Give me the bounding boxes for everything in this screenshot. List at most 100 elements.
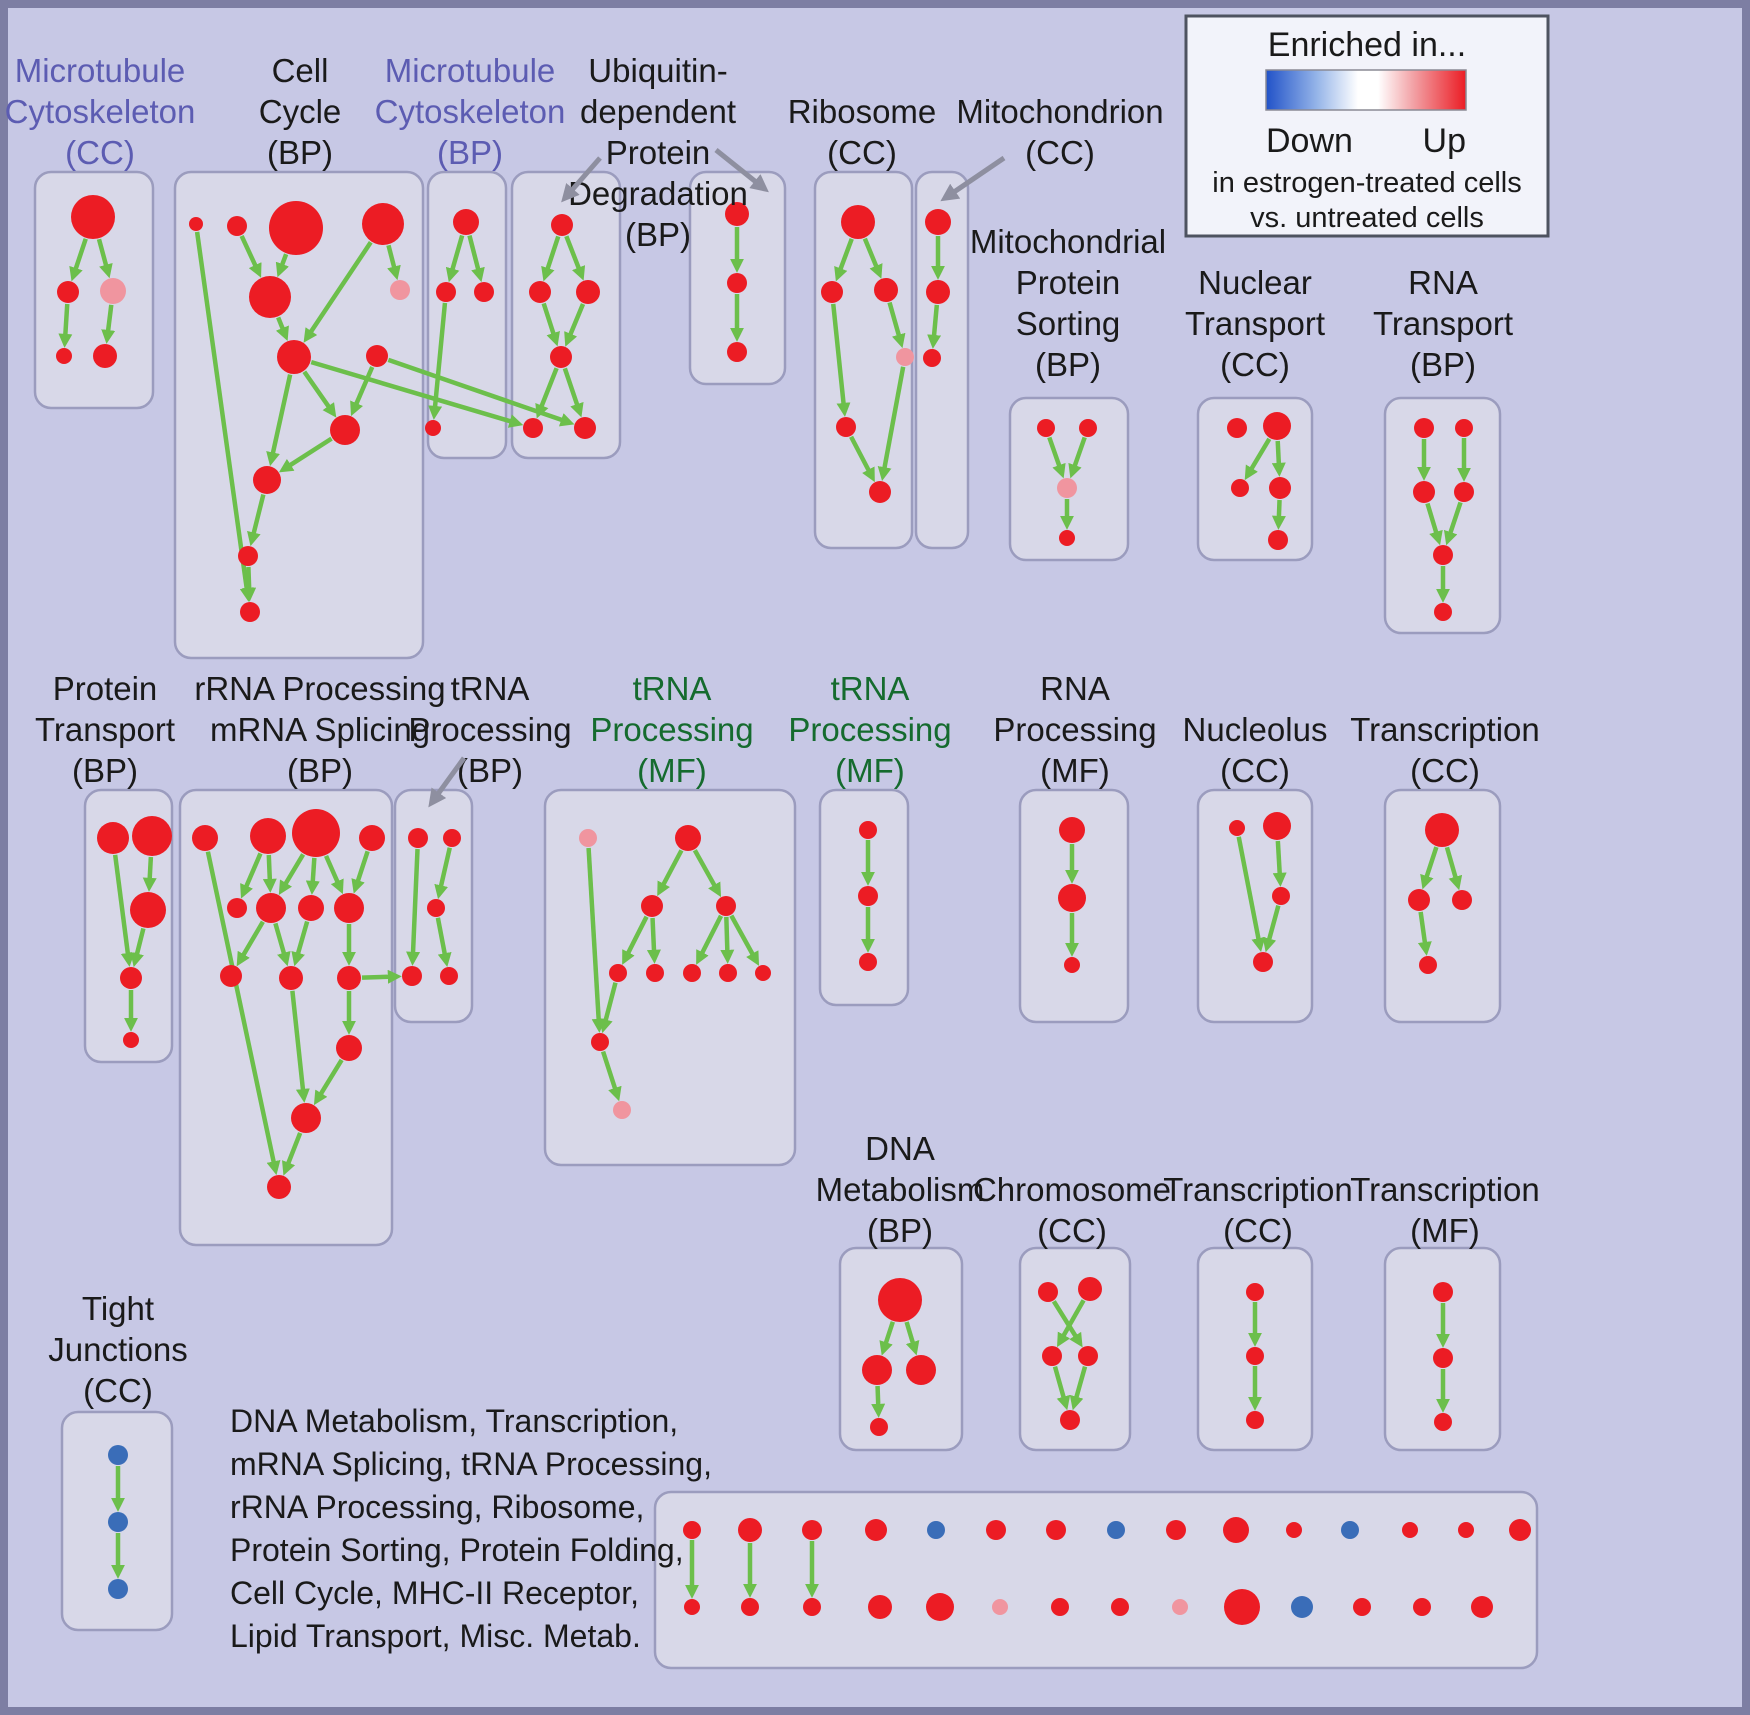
go-term-node-c0 [453, 209, 479, 235]
go-term-node-xb11 [1353, 1598, 1371, 1616]
go-term-node-l10 [337, 966, 361, 990]
go-term-node-t1 [1078, 1277, 1102, 1301]
go-term-node-a2 [100, 278, 126, 304]
go-term-node-v2 [1434, 1413, 1452, 1431]
go-term-node-xt3 [865, 1519, 887, 1541]
relation-edge-arrow [305, 857, 320, 895]
note-line-1: DNA Metabolism, Transcription, [230, 1403, 678, 1439]
relation-edge-arrow [879, 1321, 895, 1356]
relation-edge-arrow [313, 1058, 344, 1106]
go-term-node-l12 [291, 1103, 321, 1133]
go-term-node-g0 [925, 209, 951, 235]
relation-edge-arrow [69, 238, 88, 282]
go-term-node-l7 [334, 893, 364, 923]
go-term-node-s2 [906, 1355, 936, 1385]
go-term-node-s1 [862, 1355, 892, 1385]
relation-edge-arrow [282, 1132, 303, 1176]
relation-edge-arrow [1420, 846, 1439, 890]
go-term-node-c2 [474, 282, 494, 302]
go-term-node-j0 [1414, 418, 1434, 438]
go-term-node-m1 [443, 829, 461, 847]
relation-edge-arrow [1051, 1300, 1083, 1348]
relation-edge-arrow [240, 852, 263, 899]
go-term-node-xt8 [1166, 1520, 1186, 1540]
legend-subtitle-line1: in estrogen-treated cells [1212, 167, 1522, 199]
cluster-box-ubiquitin-degradation-bp-left [510, 170, 622, 460]
relation-edge-arrow [112, 854, 135, 967]
label-pointer-arrow [428, 756, 467, 808]
go-term-node-d3 [523, 418, 543, 438]
go-term-node-c3 [425, 420, 441, 436]
relation-edge-arrow [1444, 501, 1463, 546]
relation-edge-arrow [1057, 1299, 1086, 1348]
go-term-node-xt0 [683, 1521, 701, 1539]
note-line-2: mRNA Splicing, tRNA Processing, [230, 1446, 712, 1482]
go-term-node-n3 [716, 896, 736, 916]
go-term-node-t0 [1038, 1282, 1058, 1302]
go-term-node-e1 [727, 273, 747, 293]
go-term-node-m2 [427, 899, 445, 917]
go-term-node-r2 [1452, 890, 1472, 910]
go-term-node-o2 [859, 953, 877, 971]
go-term-node-h2 [1057, 478, 1077, 498]
label-pointer-arrow [561, 156, 602, 203]
go-term-node-h1 [1079, 419, 1097, 437]
relation-edge-arrow [96, 238, 113, 279]
relation-edge-arrow [242, 566, 257, 602]
legend-gradient-bar [1265, 69, 1467, 111]
relation-edge-arrow [541, 302, 560, 347]
go-term-node-k0 [97, 822, 129, 854]
go-term-node-i3 [1269, 477, 1291, 499]
relation-edge-arrow [428, 302, 448, 420]
cluster-label-mitochondrion-cc: Mitochondrion(CC) [956, 93, 1163, 171]
go-term-node-n8 [755, 965, 771, 981]
go-term-node-h0 [1037, 419, 1055, 437]
relation-edge-arrow [877, 366, 906, 482]
go-term-node-d0 [551, 214, 573, 236]
relation-edge-arrow [834, 238, 854, 282]
relation-edge-arrow [1272, 840, 1287, 887]
cluster-box-rrna-processing-mrna-splicing-bp [178, 788, 394, 1247]
go-term-node-xb12 [1413, 1598, 1431, 1616]
go-term-node-xt9 [1223, 1517, 1249, 1543]
relation-edge-arrow [646, 917, 661, 964]
go-term-node-a1 [57, 281, 79, 303]
cluster-box-nuclear-transport-cc [1196, 396, 1314, 562]
relation-edge-arrow [871, 1385, 886, 1418]
go-term-node-j5 [1434, 603, 1452, 621]
go-term-node-xb6 [1051, 1598, 1069, 1616]
relation-edge-arrow [541, 235, 561, 282]
relation-edge-arrow [849, 435, 875, 483]
relation-edge-arrow [599, 982, 618, 1034]
relation-edge-arrow [729, 914, 760, 966]
go-term-node-xt10 [1286, 1522, 1302, 1538]
go-term-node-n4 [609, 964, 627, 982]
go-term-node-t4 [1060, 1410, 1080, 1430]
go-term-node-m3 [440, 967, 458, 985]
go-term-node-l6 [298, 895, 324, 921]
go-term-node-xt12 [1402, 1522, 1418, 1538]
relation-edge-arrow [586, 847, 606, 1033]
go-term-node-q0 [1229, 820, 1245, 836]
go-term-node-xb2 [803, 1598, 821, 1616]
cluster-label-transcription-cc-bottom: Transcription(CC) [1163, 1171, 1353, 1249]
go-term-node-i1 [1263, 412, 1291, 440]
go-term-node-l9 [279, 966, 303, 990]
relation-edge-arrow [278, 853, 306, 895]
go-term-node-b0 [189, 217, 203, 231]
go-term-node-s3 [870, 1418, 888, 1436]
go-term-node-n6 [683, 964, 701, 982]
legend-down-label: Down [1266, 122, 1353, 160]
go-term-node-d4 [574, 417, 596, 439]
legend-title: Enriched in... [1268, 26, 1466, 64]
relation-edge-arrow [275, 253, 289, 278]
